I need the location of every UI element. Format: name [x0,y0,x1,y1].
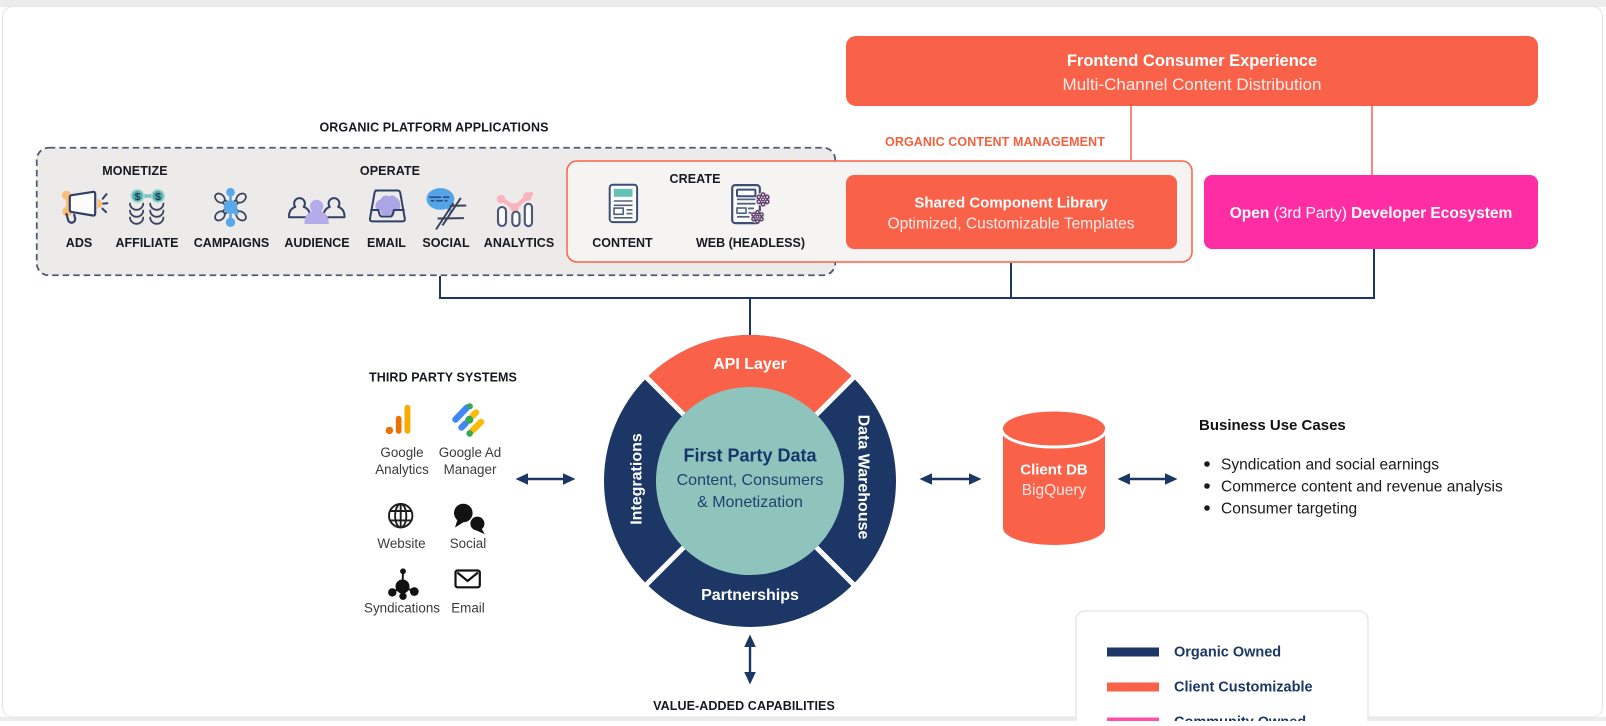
svg-text:CONTENT: CONTENT [592,236,653,250]
svg-text:SOCIAL: SOCIAL [422,236,470,250]
svg-text:First Party Data: First Party Data [683,446,817,466]
svg-text:Organic Owned: Organic Owned [1174,645,1281,661]
svg-text:VALUE-ADDED CAPABILITIES: VALUE-ADDED CAPABILITIES [653,699,835,713]
svg-text:Email: Email [451,601,485,616]
svg-text:ORGANIC CONTENT MANAGEMENT: ORGANIC CONTENT MANAGEMENT [885,135,1105,149]
svg-text:BigQuery: BigQuery [1022,482,1087,499]
svg-text:Shared Component Library: Shared Component Library [914,195,1108,212]
svg-text:Website: Website [377,536,425,551]
svg-text:Community Owned: Community Owned [1174,715,1306,722]
svg-text:Social: Social [450,536,486,551]
svg-text:Syndication and social earning: Syndication and social earnings [1221,457,1439,474]
svg-text:Google Ad: Google Ad [439,445,502,460]
svg-text:Partnerships: Partnerships [701,587,799,604]
svg-text:Integrations: Integrations [629,433,646,525]
svg-text:Data Warehouse: Data Warehouse [855,415,872,540]
svg-text:API Layer: API Layer [713,356,787,373]
svg-text:& Monetization: & Monetization [697,494,803,511]
svg-text:AFFILIATE: AFFILIATE [116,236,179,250]
svg-text:ANALYTICS: ANALYTICS [484,236,554,250]
svg-text:WEB (HEADLESS): WEB (HEADLESS) [696,236,805,250]
svg-text:THIRD PARTY SYSTEMS: THIRD PARTY SYSTEMS [369,371,517,385]
svg-text:Open (3rd Party) Developer Eco: Open (3rd Party) Developer Ecosystem [1230,205,1513,222]
svg-text:Business Use Cases: Business Use Cases [1199,417,1346,434]
svg-text:ORGANIC PLATFORM APPLICATIONS: ORGANIC PLATFORM APPLICATIONS [319,121,548,135]
svg-text:Consumer targeting: Consumer targeting [1221,501,1357,518]
svg-text:CREATE: CREATE [669,172,720,186]
svg-text:CAMPAIGNS: CAMPAIGNS [194,236,269,250]
svg-text:Optimized, Customizable Templa: Optimized, Customizable Templates [888,216,1135,233]
svg-text:Client DB: Client DB [1020,462,1088,479]
svg-text:ADS: ADS [66,236,92,250]
svg-text:Content, Consumers: Content, Consumers [677,472,824,489]
svg-text:Syndications: Syndications [364,601,440,616]
svg-text:EMAIL: EMAIL [367,236,406,250]
svg-text:Multi-Channel Content Distribu: Multi-Channel Content Distribution [1063,75,1322,94]
svg-text:$: $ [135,191,141,203]
svg-text:$: $ [155,191,161,203]
svg-text:OPERATE: OPERATE [360,164,420,178]
svg-text:Client Customizable: Client Customizable [1174,680,1313,696]
svg-text:Commerce content and revenue a: Commerce content and revenue analysis [1221,479,1503,496]
svg-text:Google: Google [380,445,423,460]
svg-text:Analytics: Analytics [375,462,429,477]
svg-text:Manager: Manager [444,462,497,477]
svg-text:Frontend Consumer Experience: Frontend Consumer Experience [1067,52,1317,70]
svg-text:MONETIZE: MONETIZE [102,164,167,178]
svg-text:AUDIENCE: AUDIENCE [284,236,349,250]
